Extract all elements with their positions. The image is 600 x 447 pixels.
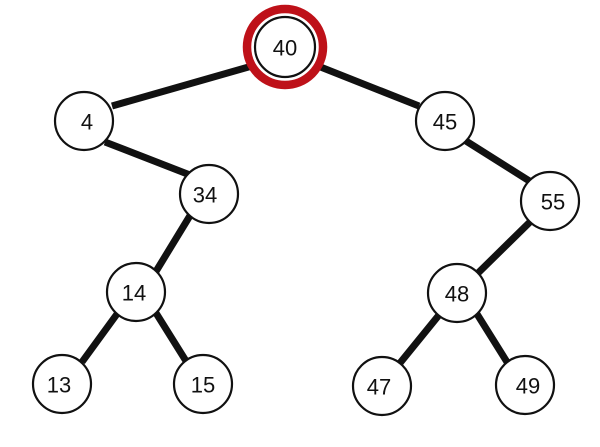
- node-label: 48: [445, 282, 469, 307]
- node-circle[interactable]: [172, 353, 234, 415]
- tree-node[interactable]: 45: [414, 90, 476, 152]
- node-circle[interactable]: [253, 15, 317, 79]
- nodes-layer: 40 4 45 34 55 14 48 13 15 47 49: [31, 4, 581, 417]
- tree-edge: [111, 62, 253, 110]
- node-label: 34: [193, 183, 217, 208]
- node-circle[interactable]: [414, 90, 476, 152]
- node-label: 40: [273, 36, 297, 61]
- node-label: 49: [516, 374, 540, 399]
- node-highlight-ring: [242, 4, 328, 90]
- node-label: 45: [433, 110, 457, 135]
- node-circle[interactable]: [519, 170, 581, 232]
- tree-edge: [152, 212, 194, 275]
- tree-edge: [153, 311, 189, 363]
- tree-edge: [397, 312, 442, 366]
- tree-node[interactable]: 4: [53, 90, 115, 152]
- tree-node[interactable]: 13: [31, 353, 93, 415]
- tree-edge: [79, 311, 120, 365]
- node-label: 47: [367, 375, 391, 400]
- node-label: 4: [81, 110, 93, 135]
- node-circle[interactable]: [494, 354, 556, 416]
- tree-edge: [316, 62, 421, 110]
- node-label: 55: [541, 190, 565, 215]
- edges-layer: [79, 62, 535, 366]
- tree-node[interactable]: 34: [178, 163, 240, 225]
- node-label: 14: [122, 281, 146, 306]
- tree-edge: [474, 312, 510, 364]
- node-circle[interactable]: [351, 355, 413, 417]
- node-circle[interactable]: [178, 163, 240, 225]
- tree-node[interactable]: 14: [105, 261, 167, 323]
- tree-node[interactable]: 55: [519, 170, 581, 232]
- node-circle[interactable]: [105, 261, 167, 323]
- node-circle[interactable]: [31, 353, 93, 415]
- tree-node[interactable]: 47: [351, 355, 413, 417]
- tree-node[interactable]: 40: [242, 4, 328, 90]
- tree-edge: [103, 138, 192, 179]
- node-label: 13: [47, 373, 71, 398]
- tree-node[interactable]: 15: [172, 353, 234, 415]
- tree-node[interactable]: 49: [494, 354, 556, 416]
- node-label: 15: [191, 373, 215, 398]
- tree-edge: [464, 138, 533, 185]
- node-circle[interactable]: [53, 90, 115, 152]
- tree-node[interactable]: 48: [426, 262, 488, 324]
- node-circle[interactable]: [426, 262, 488, 324]
- tree-edge: [473, 217, 535, 278]
